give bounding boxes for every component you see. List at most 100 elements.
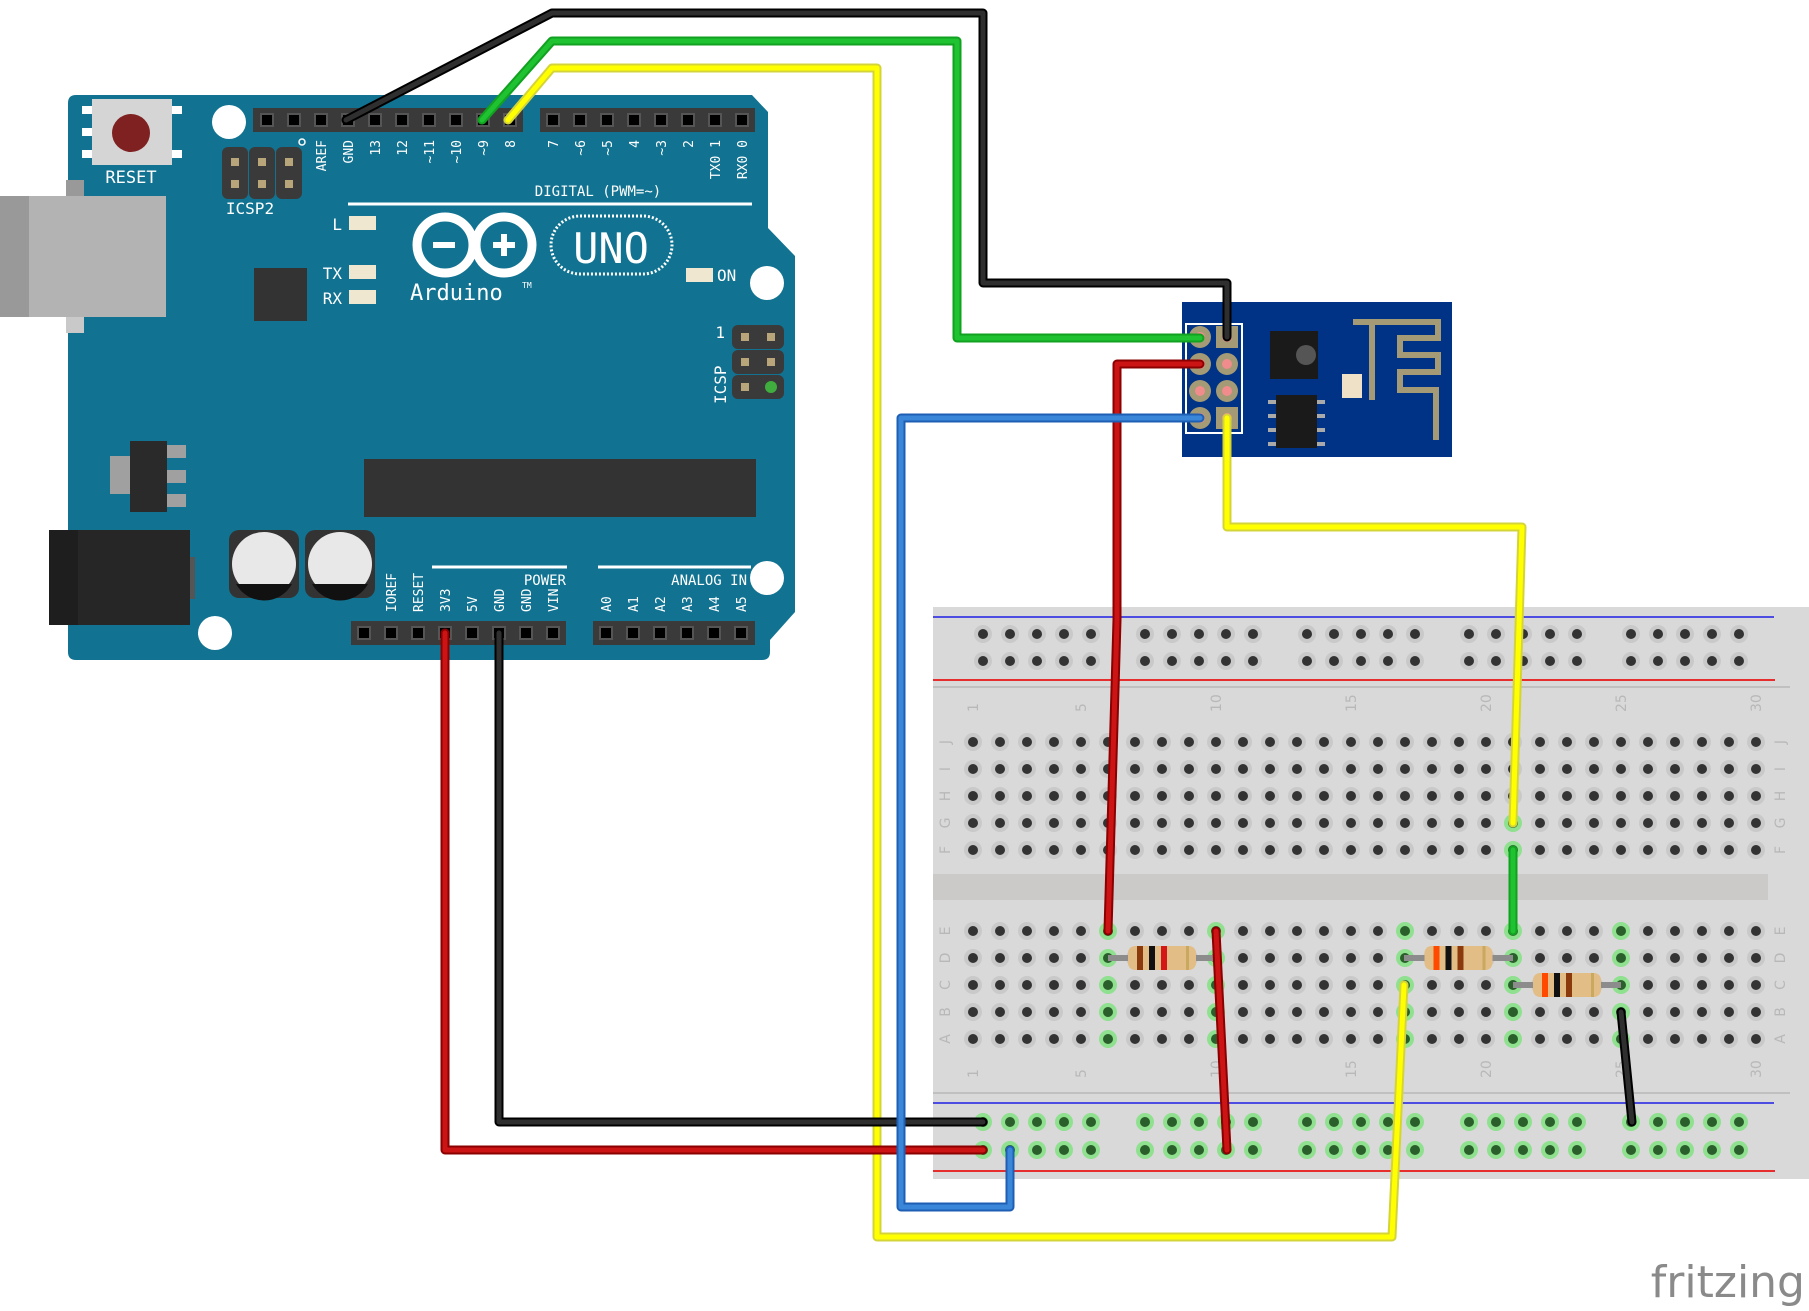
breadboard-hole[interactable] [1288,922,1306,940]
breadboard-hole[interactable] [1504,1003,1522,1021]
breadboard-hole[interactable] [964,976,982,994]
breadboard-hole[interactable] [1720,1030,1738,1048]
breadboard-hole[interactable] [1153,1030,1171,1048]
breadboard-hole[interactable] [1666,760,1684,778]
breadboard-hole[interactable] [991,841,1009,859]
breadboard-hole[interactable] [991,1030,1009,1048]
breadboard-hole[interactable] [1541,652,1559,670]
header-pin[interactable] [384,626,398,640]
breadboard-hole[interactable] [991,949,1009,967]
breadboard-hole[interactable] [1720,760,1738,778]
breadboard-hole[interactable] [1153,814,1171,832]
breadboard-hole[interactable] [1001,625,1019,643]
breadboard-hole[interactable] [1558,949,1576,967]
breadboard-hole[interactable] [1298,1113,1316,1131]
breadboard-hole[interactable] [1747,760,1765,778]
breadboard-hole[interactable] [1180,733,1198,751]
breadboard-hole[interactable] [1693,922,1711,940]
breadboard-hole[interactable] [1163,1141,1181,1159]
header-pin[interactable] [314,113,328,127]
breadboard-hole[interactable] [1568,625,1586,643]
breadboard-hole[interactable] [1568,652,1586,670]
breadboard-hole[interactable] [1369,949,1387,967]
breadboard-hole[interactable] [1558,1030,1576,1048]
breadboard-hole[interactable] [1585,922,1603,940]
breadboard-hole[interactable] [1423,760,1441,778]
breadboard-hole[interactable] [1288,760,1306,778]
breadboard-hole[interactable] [1450,976,1468,994]
breadboard-hole[interactable] [1450,760,1468,778]
breadboard-hole[interactable] [1018,733,1036,751]
breadboard-hole[interactable] [1639,814,1657,832]
breadboard-hole[interactable] [1369,976,1387,994]
breadboard-hole[interactable] [1676,1141,1694,1159]
breadboard-hole[interactable] [1693,841,1711,859]
header-pin[interactable] [287,113,301,127]
breadboard-hole[interactable] [1406,1141,1424,1159]
breadboard-hole[interactable] [1396,787,1414,805]
breadboard-hole[interactable] [1676,1113,1694,1131]
breadboard-hole[interactable] [1315,733,1333,751]
breadboard-hole[interactable] [1055,652,1073,670]
breadboard-hole[interactable] [1477,922,1495,940]
breadboard-hole[interactable] [1136,1113,1154,1131]
breadboard-hole[interactable] [1136,652,1154,670]
breadboard-hole[interactable] [1558,814,1576,832]
breadboard-hole[interactable] [964,1003,982,1021]
header-pin[interactable] [653,626,667,640]
breadboard-hole[interactable] [1369,1030,1387,1048]
breadboard-hole[interactable] [1126,787,1144,805]
breadboard-hole[interactable] [1568,1141,1586,1159]
breadboard-hole[interactable] [1072,922,1090,940]
breadboard-hole[interactable] [1298,1141,1316,1159]
breadboard-hole[interactable] [1639,922,1657,940]
breadboard-hole[interactable] [1369,787,1387,805]
breadboard-hole[interactable] [1234,787,1252,805]
breadboard-hole[interactable] [1180,922,1198,940]
header-pin[interactable] [627,113,641,127]
breadboard-hole[interactable] [1153,976,1171,994]
breadboard-hole[interactable] [1180,1003,1198,1021]
header-pin[interactable] [734,626,748,640]
breadboard-hole[interactable] [1099,1030,1117,1048]
breadboard-hole[interactable] [1460,1113,1478,1131]
wire-jumper-b25-rail[interactable] [1616,1007,1637,1127]
breadboard-hole[interactable] [1244,625,1262,643]
breadboard-hole[interactable] [1666,841,1684,859]
breadboard-hole[interactable] [1045,976,1063,994]
breadboard-hole[interactable] [1342,949,1360,967]
header-pin[interactable] [357,626,371,640]
breadboard-hole[interactable] [964,760,982,778]
breadboard-hole[interactable] [1477,814,1495,832]
breadboard-hole[interactable] [1315,1030,1333,1048]
breadboard-hole[interactable] [1153,841,1171,859]
breadboard-hole[interactable] [1531,1030,1549,1048]
breadboard-hole[interactable] [1504,1030,1522,1048]
breadboard-hole[interactable] [1126,841,1144,859]
breadboard-hole[interactable] [1352,652,1370,670]
breadboard-hole[interactable] [1666,1003,1684,1021]
breadboard-hole[interactable] [1639,760,1657,778]
breadboard-hole[interactable] [1207,841,1225,859]
breadboard-hole[interactable] [1315,841,1333,859]
breadboard-hole[interactable] [1207,787,1225,805]
wire-pin8-to-breadboard[interactable] [503,63,1409,1242]
breadboard-hole[interactable] [1423,922,1441,940]
breadboard-hole[interactable] [991,922,1009,940]
breadboard-hole[interactable] [1676,625,1694,643]
breadboard-hole[interactable] [1234,760,1252,778]
breadboard-hole[interactable] [1244,1141,1262,1159]
breadboard-hole[interactable] [1703,625,1721,643]
breadboard-hole[interactable] [1666,949,1684,967]
breadboard-hole[interactable] [1639,976,1657,994]
breadboard-hole[interactable] [1190,652,1208,670]
breadboard-hole[interactable] [1234,814,1252,832]
breadboard-hole[interactable] [991,733,1009,751]
breadboard-hole[interactable] [1315,787,1333,805]
breadboard-hole[interactable] [1055,1141,1073,1159]
breadboard-hole[interactable] [1531,949,1549,967]
breadboard-hole[interactable] [1487,652,1505,670]
breadboard-hole[interactable] [1045,841,1063,859]
breadboard-hole[interactable] [1477,760,1495,778]
breadboard-hole[interactable] [1018,949,1036,967]
